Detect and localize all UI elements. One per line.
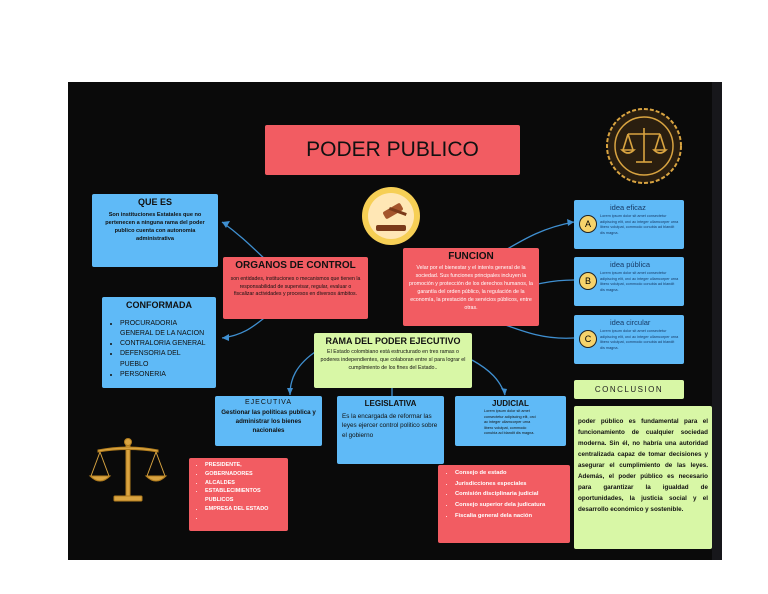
legislativa-box: LEGISLATIVA Es la encargada de reformar … (337, 396, 444, 464)
idea-card-b: B idea pública Lorem ipsum dolor sit ame… (574, 257, 684, 306)
ejecutiva-item: EMPRESA DEL ESTADO (205, 505, 284, 514)
idea-title-a: idea eficaz (610, 203, 646, 212)
idea-text-b: Lorem ipsum dolor sit amet consectetur a… (600, 271, 679, 292)
conclusion-heading-box: CONCLUSION (574, 380, 684, 399)
ejecutiva-item: ALCALDES (205, 479, 284, 488)
idea-title-b: idea pública (610, 260, 651, 269)
idea-title-c: idea circular (610, 318, 651, 327)
funcion-text: Velar por el bienestar y el interés gene… (409, 265, 533, 311)
judicial-item: Consejo de estado (455, 468, 565, 479)
conformada-heading: CONFORMADA (126, 300, 192, 310)
judicial-box: JUDICIAL Lorem ipsum dolor sit amet cons… (455, 396, 566, 446)
funcion-heading: FUNCION (448, 251, 494, 262)
rama-heading: RAMA DEL PODER EJECUTIVO (325, 336, 461, 346)
judicial-item: Jurisdicciones especiales (455, 479, 565, 490)
page-title: PODER PUBLICO (306, 138, 479, 161)
conformada-list: PROCURADORIA GENERAL DE LA NACIONCONTRAL… (108, 319, 210, 380)
que-es-text: Son instituciones Estatales que no perte… (105, 212, 205, 243)
que-es-heading: QUE ES (137, 197, 172, 207)
idea-letter-a: A (579, 215, 597, 233)
conclusion-heading: CONCLUSION (594, 385, 664, 394)
legislativa-text: Es la encargada de reformar las leyes ej… (342, 413, 438, 439)
title-box: PODER PUBLICO (265, 125, 520, 175)
conclusion-box: poder público es fundamental para el fun… (574, 406, 712, 549)
organos-box: ORGANOS DE CONTROL son entidades, instit… (223, 257, 368, 319)
conformada-item: PROCURADORIA GENERAL DE LA NACION (120, 319, 210, 339)
conformada-item: DEFENSORIA DEL PUEBLO (120, 349, 210, 369)
idea-text-c: Lorem ipsum dolor sit amet consectetur a… (600, 329, 679, 350)
legislativa-heading: LEGISLATIVA (364, 399, 417, 408)
ejecutiva-box: EJECUTIVA Gestionar las políticas public… (215, 396, 322, 446)
idea-card-c: C idea circular Lorem ipsum dolor sit am… (574, 315, 684, 364)
conformada-item: CONTRALORIA GENERAL (120, 339, 210, 349)
ejecutiva-item: PRESIDENTE, (205, 461, 284, 470)
ejecutiva-text: Gestionar las políticas publica y admini… (221, 409, 316, 434)
scales-seal-icon (604, 106, 684, 186)
ejecutiva-heading: EJECUTIVA (245, 399, 292, 406)
conclusion-text: poder público es fundamental para el fun… (578, 418, 708, 514)
judicial-item: Consejo superior dela judicatura (455, 500, 565, 511)
ejecutiva-item (205, 514, 284, 523)
judicial-item: Comisión disciplinaria judicial (455, 489, 565, 500)
ejecutiva-item: ESTABLECIMIENTOS PUBLICOS (205, 487, 284, 505)
judicial-list: Consejo de estadoJurisdicciones especial… (443, 468, 565, 522)
conformada-item: PERSONERIA (120, 370, 210, 380)
scales-icon (88, 436, 168, 506)
judicial-text: Lorem ipsum dolor sit amet consectetur a… (484, 409, 536, 435)
idea-letter-c: C (579, 330, 597, 348)
que-es-box: QUE ES Son instituciones Estatales que n… (92, 194, 218, 267)
rama-box: RAMA DEL PODER EJECUTIVO El Estado colom… (314, 333, 472, 388)
judicial-heading: JUDICIAL (492, 399, 529, 408)
gavel-icon (362, 187, 420, 245)
judicial-list-box: Consejo de estadoJurisdicciones especial… (438, 465, 570, 543)
conformada-box: CONFORMADA PROCURADORIA GENERAL DE LA NA… (102, 297, 216, 388)
funcion-box: FUNCION Velar por el bienestar y el inte… (403, 248, 539, 326)
idea-card-a: A idea eficaz Lorem ipsum dolor sit amet… (574, 200, 684, 249)
ejecutiva-list: PRESIDENTE,GOBERNADORESALCALDESESTABLECI… (193, 461, 284, 523)
organos-heading: ORGANOS DE CONTROL (235, 260, 356, 271)
board-edge (712, 82, 722, 560)
rama-text: El Estado colombiano está estructurado e… (320, 349, 466, 371)
organos-text: son entidades, instituciones o mecanismo… (230, 276, 361, 298)
idea-letter-b: B (579, 272, 597, 290)
idea-text-a: Lorem ipsum dolor sit amet consectetur a… (600, 214, 679, 235)
ejecutiva-list-box: PRESIDENTE,GOBERNADORESALCALDESESTABLECI… (189, 458, 288, 531)
ejecutiva-item: GOBERNADORES (205, 470, 284, 479)
judicial-item: Fiscalia general dela nación (455, 511, 565, 522)
